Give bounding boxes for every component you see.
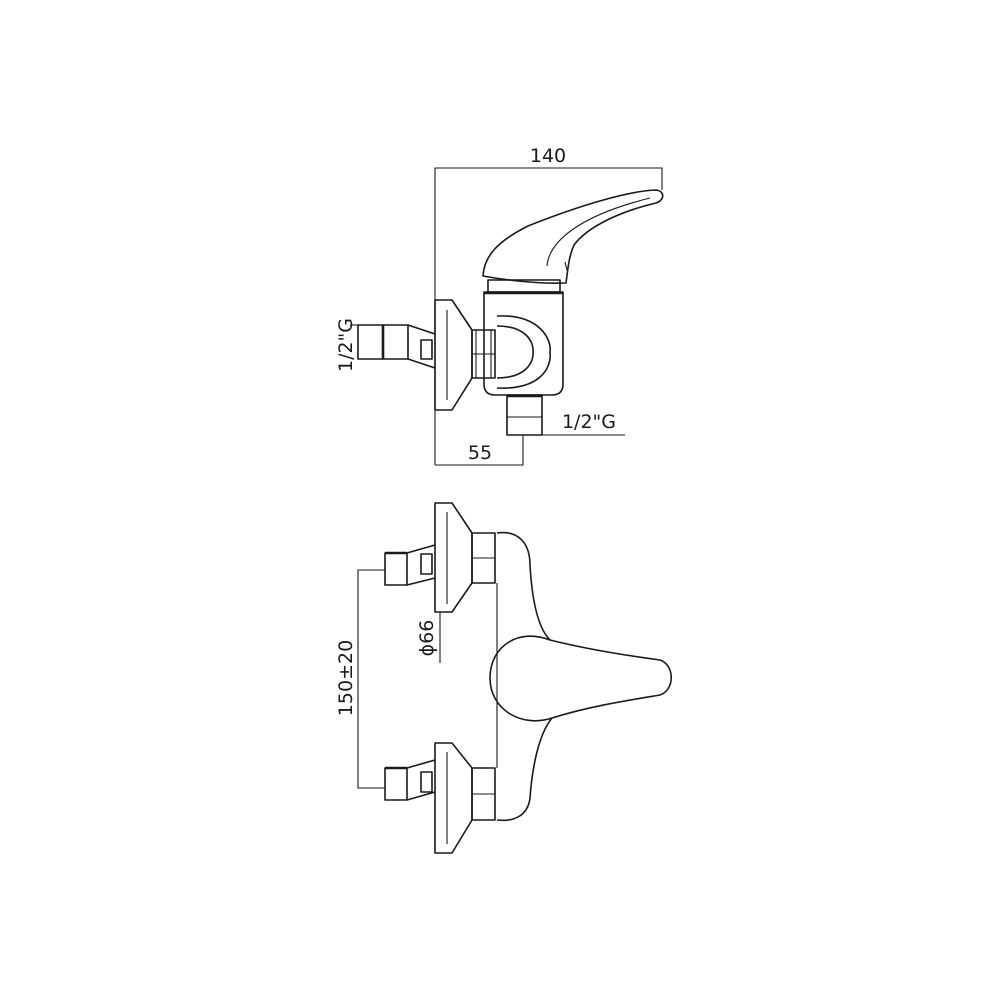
inlet-thread-section bbox=[357, 324, 384, 360]
body-arc-outer bbox=[496, 315, 551, 389]
top-inlet-connector bbox=[384, 552, 408, 586]
dimension-label-55: 55 bbox=[468, 442, 492, 464]
outlet-thread-label: 1/2"G bbox=[562, 411, 616, 433]
top-wall-flange bbox=[434, 502, 473, 613]
top-eccentric-window bbox=[420, 553, 433, 575]
body-arc-inner bbox=[496, 325, 534, 379]
lever-handle bbox=[482, 189, 664, 284]
bottom-eccentric-angled bbox=[406, 759, 436, 801]
side-view: 140 1/2"G 1/2"G 5 bbox=[335, 145, 664, 466]
dimension-line-140 bbox=[434, 167, 663, 465]
bottom-inlet-connector bbox=[384, 767, 408, 801]
front-view: 150±20 ϕ66 bbox=[335, 502, 673, 854]
inlet-thread-label: 1/2"G bbox=[335, 318, 357, 372]
outlet-connector bbox=[506, 394, 543, 436]
wall-flange bbox=[434, 299, 473, 411]
dimension-line-55 bbox=[435, 435, 524, 466]
bottom-eccentric-window bbox=[420, 771, 433, 793]
mixer-body bbox=[483, 291, 564, 396]
dimension-label-66: ϕ66 bbox=[416, 620, 438, 657]
mixer-body-front bbox=[496, 531, 673, 822]
eccentric-angled-section bbox=[407, 324, 436, 369]
dimension-label-150: 150±20 bbox=[335, 640, 357, 716]
lever-contour-line bbox=[546, 197, 651, 267]
lever-knob bbox=[489, 635, 553, 722]
lever-notch bbox=[564, 261, 568, 271]
top-eccentric-angled bbox=[406, 544, 436, 586]
dimension-line-150 bbox=[357, 569, 385, 789]
eccentric-hex bbox=[382, 324, 409, 360]
bottom-wall-flange bbox=[434, 742, 473, 854]
dimension-label-140: 140 bbox=[530, 145, 566, 167]
eccentric-window bbox=[420, 339, 433, 360]
